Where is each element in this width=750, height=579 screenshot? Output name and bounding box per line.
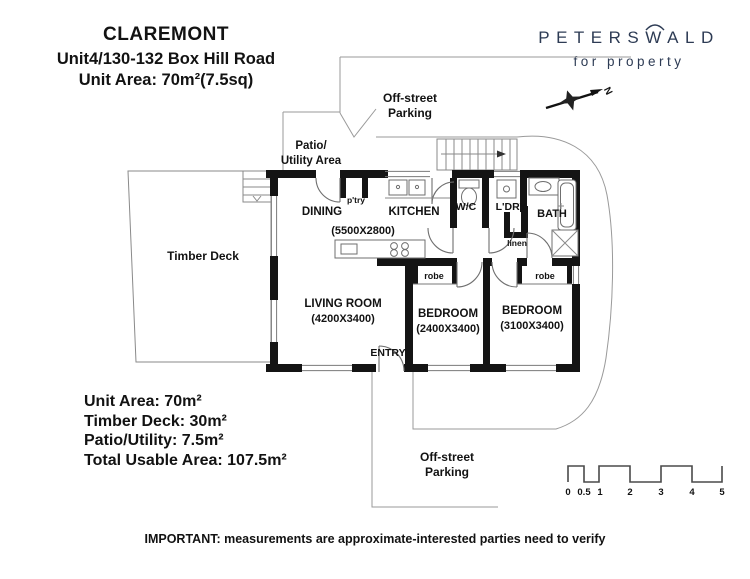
laundry-trough-icon <box>496 179 517 199</box>
label-bedroom-1: BEDROOM <box>418 308 478 320</box>
area-line-unit: Unit Area: 70m² <box>84 393 202 410</box>
label-parking-top-2: Parking <box>388 106 432 120</box>
title-block: CLAREMONT Unit4/130-132 Box Hill Road Un… <box>24 24 308 91</box>
scale-bar: 0 0.5 1 2 3 4 5 <box>565 465 725 498</box>
bathtub-icon <box>557 179 577 231</box>
property-unit-area: Unit Area: 70m²(7.5sq) <box>78 71 254 89</box>
label-kitchen-dims: (5500X2800) <box>331 225 395 237</box>
label-patio-2: Utility Area <box>281 155 342 167</box>
agency-tagline: for property <box>573 54 685 69</box>
stairs-arrow-icon <box>497 150 506 158</box>
label-laundry: L'DRY <box>496 201 527 213</box>
label-bath: BATH <box>537 208 567 220</box>
disclaimer-text: IMPORTANT: measurements are approximate-… <box>144 532 606 546</box>
site-boundary-lines <box>282 56 631 508</box>
stairs-top <box>436 138 518 171</box>
compass-star-icon <box>558 90 582 111</box>
logo-tilde-icon <box>645 24 665 31</box>
driveway-curve <box>412 135 614 430</box>
pantry-wall <box>362 178 368 198</box>
label-bedroom-1-dims: (2400X3400) <box>416 323 480 335</box>
label-timber-deck: Timber Deck <box>167 249 239 263</box>
walls-layer <box>266 170 580 372</box>
gate-icon <box>339 108 377 138</box>
label-linen: linen <box>507 238 527 248</box>
area-line-deck: Timber Deck: 30m² <box>84 412 227 430</box>
windows-layer <box>270 170 580 372</box>
property-address: Unit4/130-132 Box Hill Road <box>56 50 276 68</box>
label-kitchen: KITCHEN <box>388 206 439 218</box>
label-wc: W/C <box>456 201 477 213</box>
deck-stairs-arrow-icon <box>252 195 262 202</box>
scale-label: 5 <box>719 487 725 498</box>
label-living: LIVING ROOM <box>304 298 381 310</box>
label-living-dims: (4200X3400) <box>311 313 375 325</box>
scale-label: 0 <box>565 487 570 498</box>
agency-logo: PETERSWALD for property <box>524 24 734 69</box>
shower-icon <box>551 229 579 257</box>
label-patio-1: Patio/ <box>295 140 327 152</box>
timber-deck-outline <box>127 170 272 363</box>
label-robe-2: robe <box>535 271 555 281</box>
north-compass: N <box>545 86 614 111</box>
vanity-icon <box>528 177 560 196</box>
label-pantry: p'try <box>347 195 365 205</box>
scale-label: 0.5 <box>577 487 591 498</box>
scale-label: 3 <box>658 487 663 498</box>
label-dining: DINING <box>302 206 342 218</box>
compass-north-label: N <box>601 86 614 97</box>
label-bedroom-2: BEDROOM <box>502 305 562 317</box>
area-line-patio: Patio/Utility: 7.5m² <box>84 432 224 449</box>
scale-label: 4 <box>689 487 695 498</box>
pantry-wall <box>340 178 346 198</box>
agency-name: PETERSWALD <box>538 28 720 47</box>
toilet-icon <box>458 179 480 207</box>
fixtures-layer <box>334 177 579 259</box>
compass-arrowhead-icon <box>590 89 603 96</box>
scale-label: 2 <box>627 487 632 498</box>
label-parking-top-1: Off-street <box>383 91 437 105</box>
label-parking-bottom-2: Parking <box>425 465 469 479</box>
label-entry: ENTRY <box>370 347 405 359</box>
label-robe-1: robe <box>424 271 444 281</box>
room-labels: DINING KITCHEN (5500X2800) p'try W/C L'D… <box>167 91 567 479</box>
property-name: CLAREMONT <box>103 24 229 45</box>
scale-label: 1 <box>597 487 603 498</box>
area-line-total: Total Usable Area: 107.5m² <box>84 451 287 469</box>
label-parking-bottom-1: Off-street <box>420 450 474 464</box>
label-bedroom-2-dims: (3100X3400) <box>500 320 564 332</box>
area-summary: Unit Area: 70m² Timber Deck: 30m² Patio/… <box>84 392 287 470</box>
